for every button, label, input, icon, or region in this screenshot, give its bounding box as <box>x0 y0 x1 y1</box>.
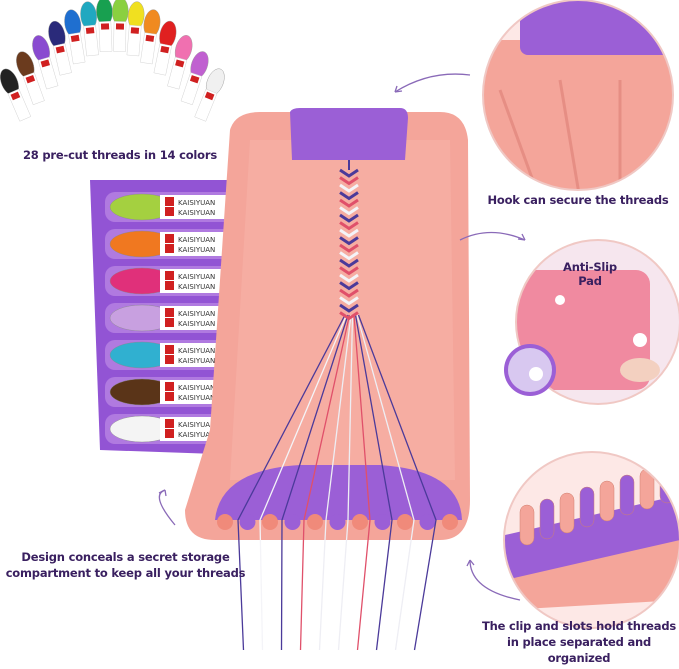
caption-storage: Design conceals a secret storage compart… <box>5 550 246 580</box>
thread-strand <box>259 314 348 651</box>
braid-chevron <box>339 176 359 186</box>
thread-skein <box>167 35 193 90</box>
braid-chevron <box>339 258 359 268</box>
thread-skein <box>32 35 59 90</box>
loom-body <box>185 108 470 651</box>
peg <box>374 514 391 530</box>
thread-skein <box>126 1 145 57</box>
slot-peg <box>579 486 595 528</box>
braid-chevron <box>339 303 359 313</box>
brand-label: KAISIYUAN <box>178 357 215 365</box>
braid-chevron <box>339 183 359 193</box>
brand-label: KAISIYUAN <box>178 199 215 207</box>
brand-label: KAISIYUAN <box>178 394 215 402</box>
peg <box>217 514 233 530</box>
peg <box>352 514 368 530</box>
caption-anti-slip: Anti-Slip Pad <box>563 260 617 288</box>
brand-label: KAISIYUAN <box>178 320 215 328</box>
braid-chevron <box>339 191 359 201</box>
braid-chevron <box>339 266 359 276</box>
brand-label: KAISIYUAN <box>178 236 215 244</box>
brand-label: KAISIYUAN <box>178 273 215 281</box>
thread-strand <box>299 314 351 651</box>
thread-skein <box>112 0 129 52</box>
braid-chevron <box>339 198 359 208</box>
thread-strand <box>337 314 354 651</box>
thread-skein <box>180 51 209 106</box>
braid-chevron <box>339 236 359 246</box>
braid-chevron <box>339 311 359 321</box>
peg <box>262 514 278 530</box>
braid-chevron <box>339 281 359 291</box>
brand-label: KAISIYUAN <box>178 431 215 439</box>
peg <box>419 514 436 530</box>
thread-skein <box>0 68 32 122</box>
thread-strand <box>353 314 371 651</box>
thread-strand <box>357 314 437 651</box>
caption-threads: 28 pre-cut threads in 14 colors <box>22 148 217 162</box>
slot-peg <box>619 474 635 516</box>
anti-slip-detail-circle <box>504 239 679 405</box>
callout-arrows <box>158 73 526 601</box>
braid-chevron <box>339 243 359 253</box>
peg <box>239 514 256 530</box>
thread-strand <box>237 314 346 651</box>
brand-label: KAISIYUAN <box>178 246 215 254</box>
thread-skein <box>96 0 113 52</box>
slot-peg <box>519 504 535 546</box>
slot-peg <box>599 480 615 522</box>
hook-detail-circle <box>482 0 674 191</box>
braid-chevron <box>339 206 359 216</box>
thread-skein <box>48 20 72 76</box>
top-clip <box>290 108 408 160</box>
peg <box>307 514 323 530</box>
peg <box>284 514 301 530</box>
thread-skein <box>16 51 45 105</box>
peg <box>442 514 458 530</box>
braid-chevron <box>339 213 359 223</box>
braid-chevron <box>339 221 359 231</box>
caption-hook: Hook can secure the threads <box>487 193 669 207</box>
braid-chevron <box>339 296 359 306</box>
thread-skein <box>64 9 86 65</box>
thread-skein <box>140 9 161 65</box>
thread-skeins-fan <box>0 0 225 122</box>
clip-slots-detail-circle <box>503 451 679 629</box>
thread-strand <box>356 314 415 651</box>
hanging-threads <box>237 314 437 651</box>
brand-label: KAISIYUAN <box>178 310 215 318</box>
thread-skein <box>194 68 225 122</box>
braid-chevron <box>339 273 359 283</box>
slot-peg <box>539 498 555 540</box>
thread-strand <box>318 314 352 651</box>
braid-chevron <box>339 228 359 238</box>
slot-peg <box>659 462 675 504</box>
slot-peg <box>559 492 575 534</box>
peg <box>397 514 413 530</box>
brand-label: KAISIYUAN <box>178 283 215 291</box>
brand-label: KAISIYUAN <box>178 347 215 355</box>
thread-strand <box>354 314 393 651</box>
peg <box>329 514 346 530</box>
braid-chevron <box>339 251 359 261</box>
brand-label: KAISIYUAN <box>178 209 215 217</box>
thread-skein <box>153 20 177 76</box>
caption-clip: The clip and slots hold threads in place… <box>481 619 677 665</box>
braid-chevron <box>339 168 359 178</box>
braid-chevron <box>339 288 359 298</box>
brand-label: KAISIYUAN <box>178 384 215 392</box>
friendship-bracelet <box>339 160 359 321</box>
brand-label: KAISIYUAN <box>178 421 215 429</box>
thread-strand <box>280 314 349 651</box>
